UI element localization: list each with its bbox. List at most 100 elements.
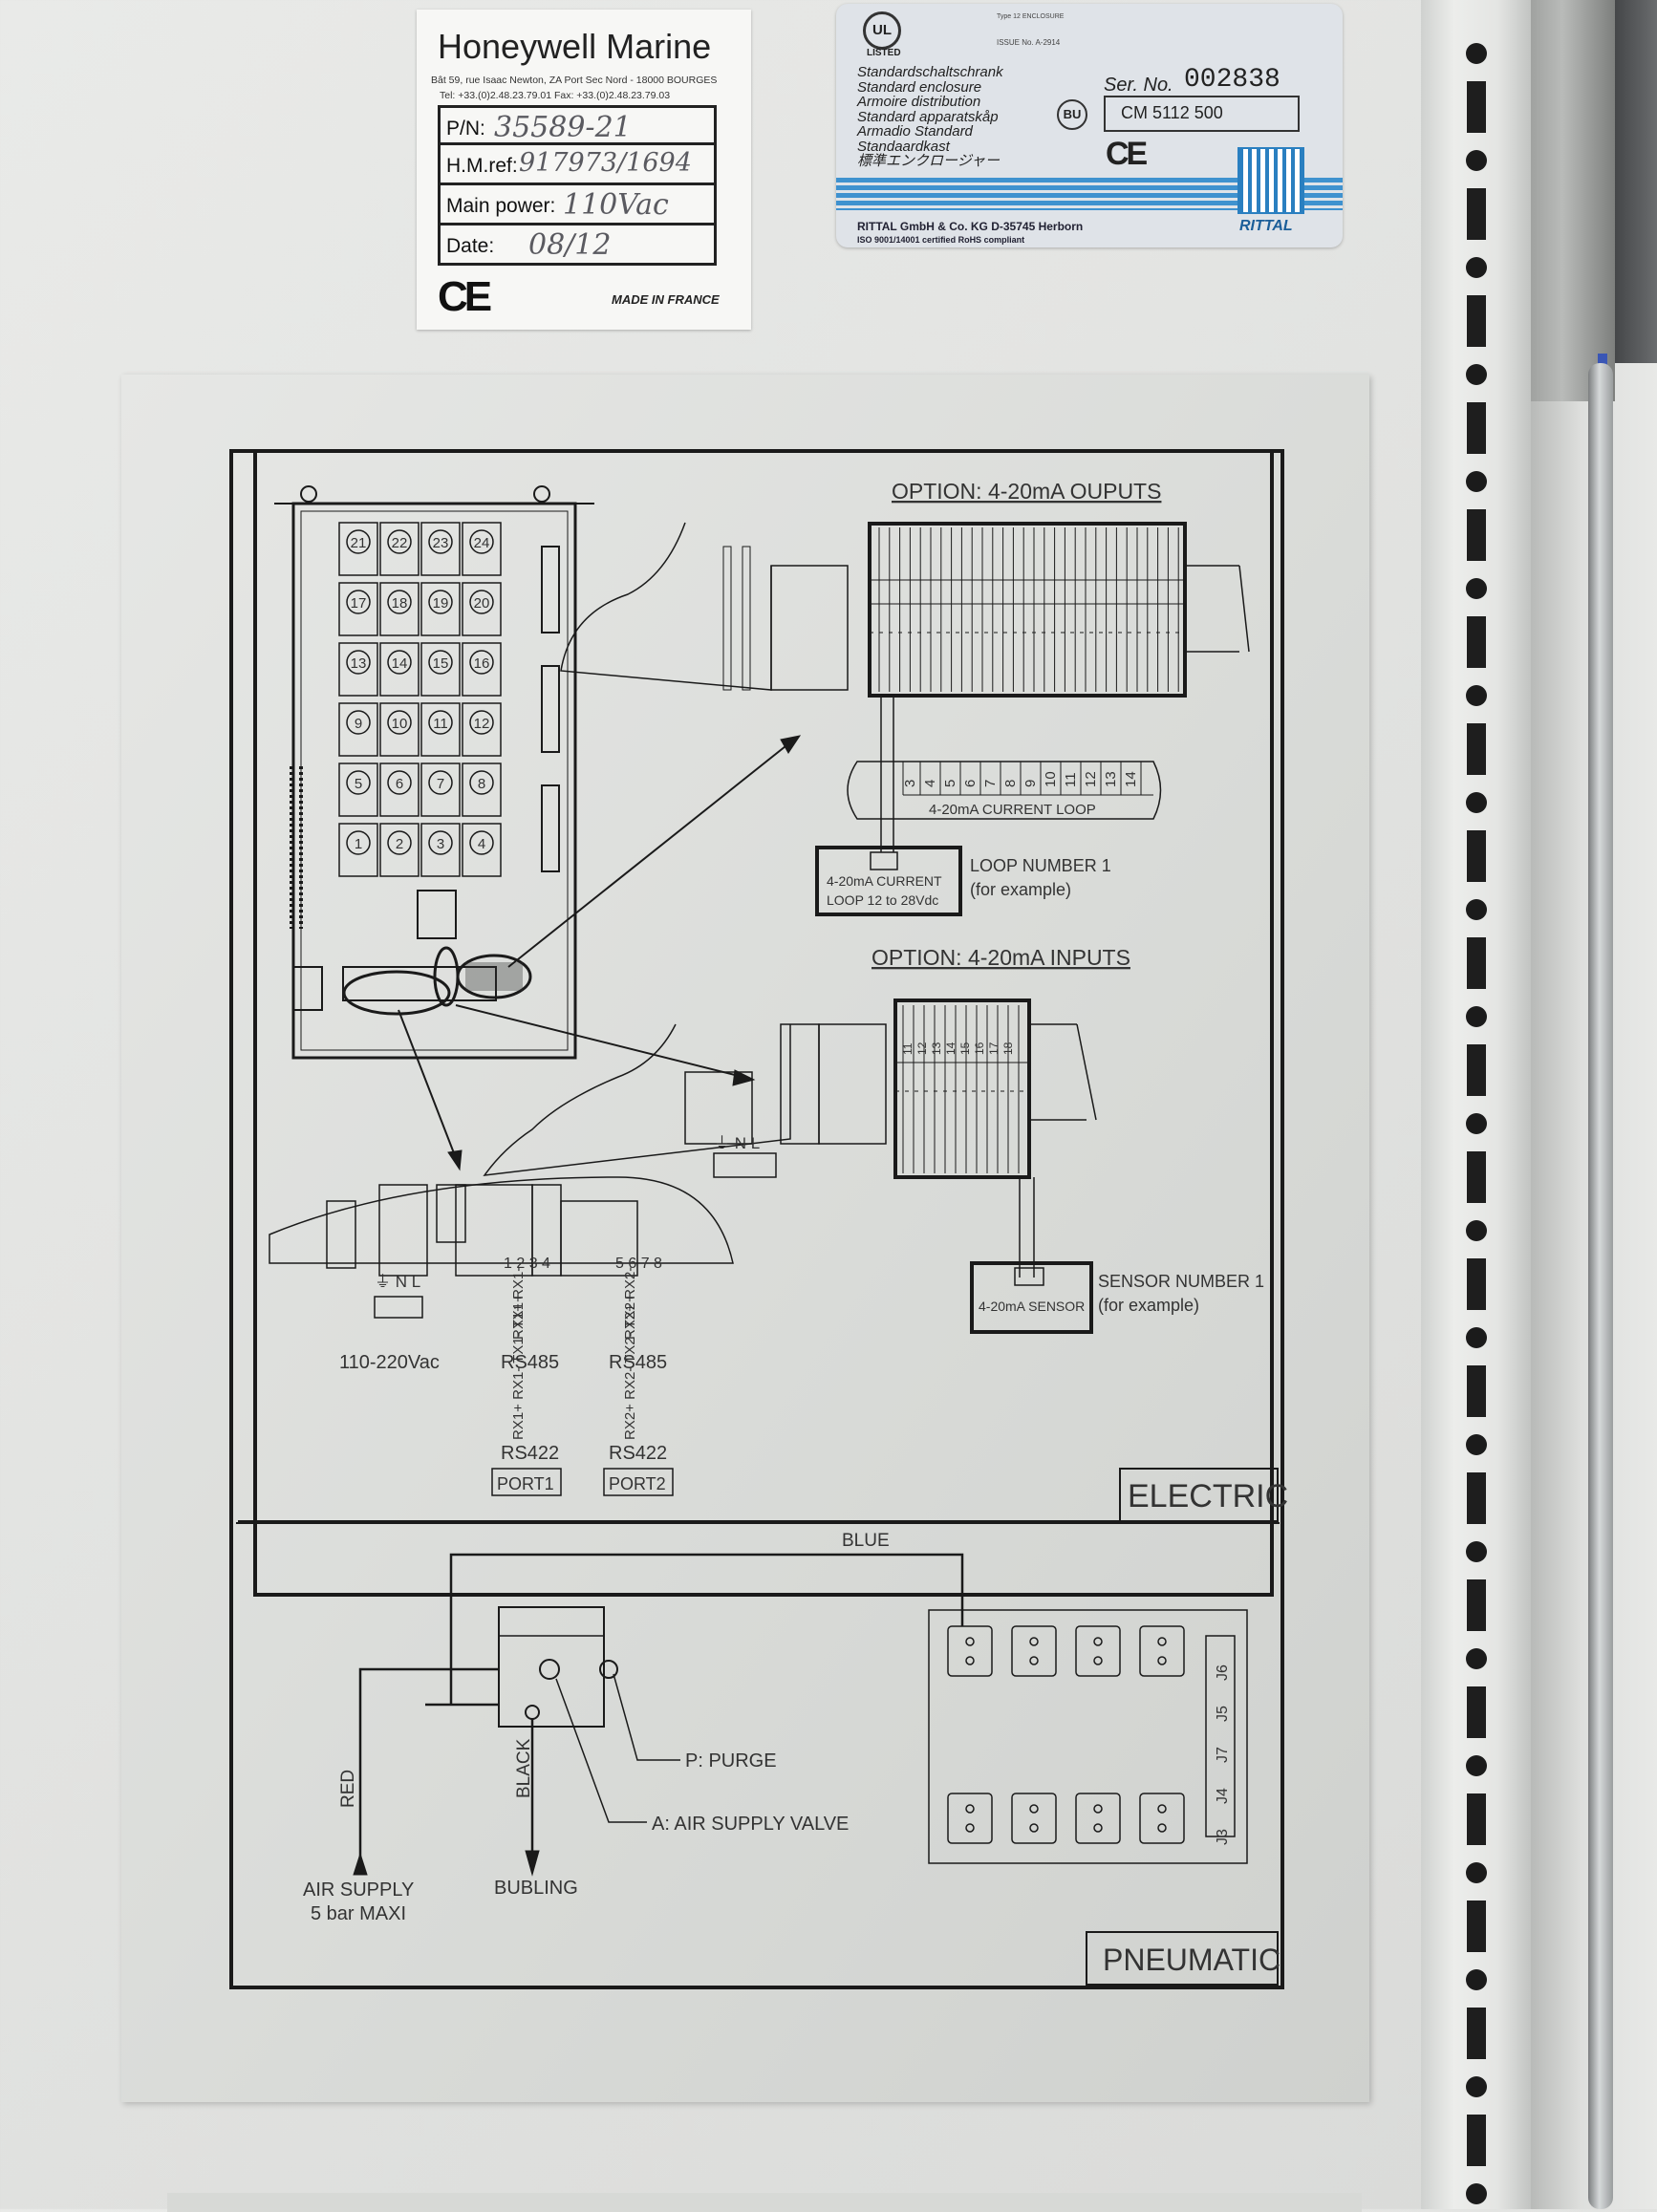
power-ground-nl: ⏚ N L — [375, 1273, 420, 1291]
terminal-cell — [338, 823, 378, 877]
electric-label: ELECTRIC — [1128, 1478, 1288, 1514]
air-valve-label: A: AIR SUPPLY VALVE — [652, 1814, 849, 1835]
loop-number: 4 — [922, 780, 938, 787]
rail-slot — [1466, 1044, 1486, 1096]
connector-port — [1157, 1656, 1167, 1665]
rail-slot — [1466, 509, 1486, 561]
rail-hole — [1465, 1541, 1487, 1562]
serial-number: 002838 — [1184, 65, 1280, 95]
rail-hole — [1465, 1434, 1487, 1455]
loop-box-line2: LOOP 12 to 28Vdc — [827, 892, 938, 908]
blue-wire-label: BLUE — [842, 1531, 890, 1551]
hm-ref-label: H.M.ref: — [446, 155, 518, 177]
purge-unit — [498, 1606, 605, 1728]
loop-number: 9 — [1022, 780, 1039, 787]
ce-mark: CE — [438, 273, 492, 320]
terminal-circle — [387, 529, 412, 554]
terminal-number: 8 — [478, 776, 485, 792]
rail-hole — [1465, 578, 1487, 599]
terminal-cell — [338, 762, 378, 817]
rail-hole — [1465, 150, 1487, 171]
sensor-box — [970, 1261, 1093, 1334]
input-number: 16 — [973, 1042, 986, 1055]
rs485-port1: RS485 — [501, 1352, 559, 1373]
terminal-circle — [469, 710, 494, 735]
terminal-number: 12 — [474, 716, 490, 732]
loop-number: 8 — [1002, 780, 1019, 787]
port2-box — [603, 1468, 674, 1496]
bubbler-connector — [1011, 1625, 1057, 1677]
ul-mark: UL — [863, 11, 901, 50]
rail-slot — [1466, 1472, 1486, 1524]
connector-port — [1029, 1823, 1039, 1833]
rail-slot — [1466, 830, 1486, 882]
power-voltage-label: 110-220Vac — [339, 1352, 440, 1373]
made-in-france: MADE IN FRANCE — [612, 292, 720, 307]
rail-slot — [1466, 1151, 1486, 1203]
outputs-title: OPTION: 4-20mA OUPUTS — [892, 479, 1161, 504]
connector-port — [1093, 1656, 1103, 1665]
rail-hole — [1465, 1648, 1487, 1669]
connector-port — [1093, 1823, 1103, 1833]
terminal-cell — [379, 702, 420, 757]
terminal-number: 1 — [355, 836, 362, 852]
rs422-port2: RS422 — [609, 1443, 667, 1464]
air-supply-line1: AIR SUPPLY — [303, 1879, 414, 1901]
main-power-value: 110Vac — [563, 188, 669, 222]
red-wire-label: RED — [338, 1770, 358, 1808]
loop-number: 13 — [1103, 771, 1119, 787]
terminal-circle — [346, 830, 371, 855]
type-text: Type 12 ENCLOSURE — [997, 13, 1065, 20]
bubbler-connector — [1075, 1625, 1121, 1677]
terminal-cell — [379, 762, 420, 817]
serial-label: Ser. No. — [1104, 75, 1173, 96]
bubbler-connector — [1139, 1793, 1185, 1844]
rail-hole — [1465, 792, 1487, 813]
terminal-circle — [428, 529, 453, 554]
pneumatic-label: PNEUMATIC — [1103, 1943, 1280, 1977]
rittal-iso: ISO 9001/14001 certified RoHS compliant — [857, 235, 1025, 245]
rs422-port2-signals: RX2+ RX2- TX2- TX2+ — [622, 1294, 638, 1440]
terminal-number: 20 — [474, 595, 490, 612]
loop-box-line1: 4-20mA CURRENT — [827, 873, 942, 889]
rail-slot — [1466, 81, 1486, 133]
ground-nl-label: ⏚ N L — [714, 1134, 760, 1152]
honeywell-label: Honeywell Marine Bât 59, rue Isaac Newto… — [417, 10, 751, 330]
terminal-circle — [469, 770, 494, 795]
rail-hole — [1465, 257, 1487, 278]
port1-label: PORT1 — [497, 1474, 554, 1493]
connector-port — [965, 1823, 975, 1833]
lower-plate-edge — [167, 2193, 1362, 2212]
connector-port — [1093, 1804, 1103, 1814]
terminal-cell — [462, 702, 502, 757]
jumper-label: J3 — [1215, 1829, 1231, 1845]
bubbler-board — [928, 1609, 1248, 1864]
rail-slot — [1466, 616, 1486, 668]
rail-slot — [1466, 1686, 1486, 1738]
connector-port — [965, 1637, 975, 1646]
terminal-number: 23 — [433, 535, 449, 551]
rail-hole — [1465, 43, 1487, 64]
terminal-cell — [420, 522, 461, 576]
loop-number: 5 — [942, 780, 958, 787]
rail-hole — [1465, 2076, 1487, 2097]
enclosure-name: Standard enclosure — [857, 78, 982, 96]
loop-number: 3 — [902, 780, 918, 787]
diagram-frame — [253, 449, 1274, 1597]
pneumatic-tag-box — [1086, 1931, 1279, 1986]
honeywell-phone: Tel: +33.(0)2.48.23.79.01 Fax: +33.(0)2.… — [440, 90, 671, 101]
terminal-circle — [387, 830, 412, 855]
ul-listed: LISTED — [867, 48, 901, 58]
rs485-port1-signals: RX1+ RX1- — [510, 1267, 527, 1340]
bubbler-connector — [1139, 1625, 1185, 1677]
terminal-cell — [379, 522, 420, 576]
sensor-box-label: 4-20mA SENSOR — [979, 1299, 1085, 1314]
terminal-circle — [469, 590, 494, 614]
terminals-1234: 1 2 3 4 — [504, 1256, 550, 1272]
input-number: 12 — [915, 1042, 929, 1055]
pn-label: P/N: — [446, 118, 485, 140]
rail-hole — [1465, 1006, 1487, 1027]
terminal-cell — [462, 762, 502, 817]
input-number: 18 — [1001, 1042, 1015, 1055]
